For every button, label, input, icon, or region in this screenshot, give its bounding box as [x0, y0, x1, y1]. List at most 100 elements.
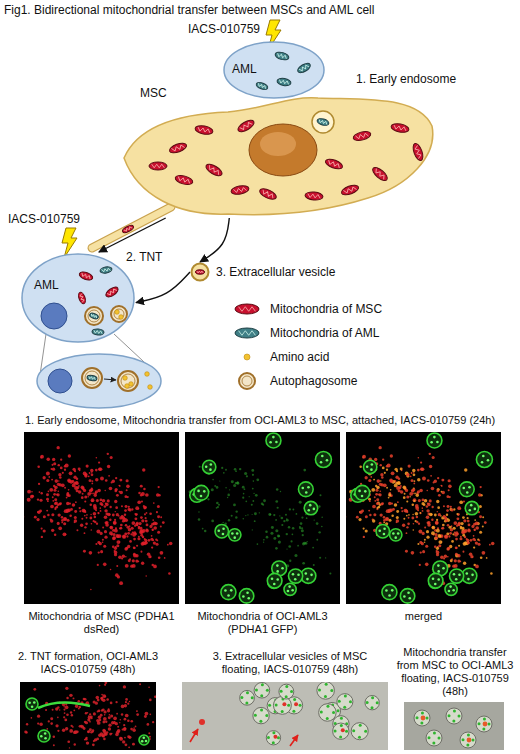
dsred-signal	[30, 495, 34, 499]
cristae	[240, 121, 253, 130]
gfp-signal	[299, 526, 301, 528]
dsred-signal	[96, 529, 100, 533]
gfp-dot	[246, 591, 249, 594]
gfp-dot	[210, 463, 213, 466]
gfp-signal	[254, 512, 257, 515]
dsred-signal	[52, 458, 55, 461]
dsred-signal	[96, 696, 100, 700]
merged-signal	[446, 514, 448, 516]
gfp-dot	[276, 578, 279, 581]
gfp-signal	[296, 513, 298, 515]
merged-signal	[491, 542, 495, 546]
merged-signal	[407, 473, 410, 476]
merged-signal	[388, 493, 391, 496]
gfp-signal	[235, 516, 237, 518]
annotation-label: 1. Early endosome	[356, 72, 456, 86]
cristae	[233, 187, 246, 193]
gfp-dot	[432, 577, 435, 580]
merged-signal	[405, 489, 408, 492]
dsred-signal	[116, 713, 118, 715]
dsred-signal	[24, 515, 25, 519]
merged-signal	[373, 479, 375, 481]
dsred-signal	[113, 716, 117, 720]
dsred-dot	[294, 702, 298, 706]
dsred-signal	[121, 713, 124, 716]
merged-signal	[404, 493, 406, 495]
merged-signal	[474, 529, 476, 531]
gfp-dot	[433, 732, 436, 735]
gfp-dot	[407, 591, 410, 594]
merged-signal	[434, 514, 437, 517]
merged-signal	[427, 521, 430, 524]
dsred-signal	[60, 459, 62, 461]
dsred-signal	[143, 488, 146, 491]
gfp-dot	[265, 714, 268, 717]
merged-signal	[436, 529, 440, 533]
figure-title: Fig1. Bidirectional mitochondrial transf…	[4, 3, 374, 17]
dsred-signal	[114, 551, 118, 555]
floating-cell	[426, 730, 442, 746]
dsred-signal	[103, 563, 107, 567]
dsred-signal	[47, 500, 49, 502]
dsred-signal	[82, 493, 84, 495]
merged-signal	[417, 490, 420, 493]
merged-signal	[359, 465, 362, 468]
dsred-signal	[113, 533, 116, 536]
merged-signal	[463, 519, 466, 522]
panel-caption: 2. TNT formation, OCI-AML3 IACS-010759 (…	[8, 650, 168, 676]
dsred-signal	[50, 519, 53, 522]
merged-signal	[456, 533, 459, 536]
dsred-signal	[157, 531, 160, 534]
gfp-dot	[245, 702, 248, 705]
gfp-signal	[221, 467, 223, 469]
micrograph-content	[24, 446, 179, 590]
gfp-signal	[275, 519, 277, 521]
cristae	[308, 194, 321, 199]
dsred-signal	[102, 539, 104, 541]
nucleus	[249, 124, 317, 176]
gfp-dot	[378, 530, 381, 533]
merged-signal	[467, 541, 470, 544]
gfp-dot	[33, 701, 36, 704]
gfp-dot	[358, 490, 361, 493]
merged-signal	[437, 506, 440, 509]
merged-signal	[413, 472, 414, 473]
merged-signal	[479, 531, 482, 534]
merged-signal	[451, 508, 454, 511]
gfp-cell	[428, 573, 443, 588]
merged-signal	[368, 479, 371, 482]
dsred-signal	[135, 726, 137, 728]
floating-cell	[365, 695, 379, 709]
node-label: MSC	[140, 86, 167, 100]
dsred-signal	[130, 565, 133, 568]
dsred-signal	[89, 713, 91, 715]
dsred-signal	[128, 506, 130, 508]
dsred-signal	[86, 517, 88, 519]
dsred-signal	[140, 516, 143, 519]
gfp-signal	[263, 539, 265, 541]
vesicle-membrane	[192, 264, 209, 281]
merged-signal	[418, 499, 421, 502]
merged-signal	[397, 501, 399, 503]
gfp-dot	[203, 490, 206, 493]
dsred-signal	[52, 496, 54, 498]
dsred-signal	[75, 704, 79, 708]
gfp-dot	[481, 461, 484, 464]
gfp-signal	[301, 516, 303, 518]
dsred-signal	[89, 517, 92, 520]
dsred-signal	[151, 529, 153, 531]
gfp-signal	[211, 520, 214, 523]
dsred-signal	[114, 490, 117, 493]
mitochondrion	[352, 130, 371, 142]
micrograph-ground	[24, 432, 179, 604]
dsred-signal	[37, 465, 40, 468]
gfp-signal	[233, 484, 236, 487]
gfp-signal	[285, 514, 287, 516]
gfp-cell	[390, 529, 402, 541]
dsred-signal	[125, 701, 127, 703]
merged-signal	[372, 519, 375, 522]
merged-signal	[430, 475, 432, 477]
dsred-signal	[109, 506, 111, 508]
gfp-signal	[302, 562, 305, 565]
dsred-signal	[110, 702, 113, 705]
